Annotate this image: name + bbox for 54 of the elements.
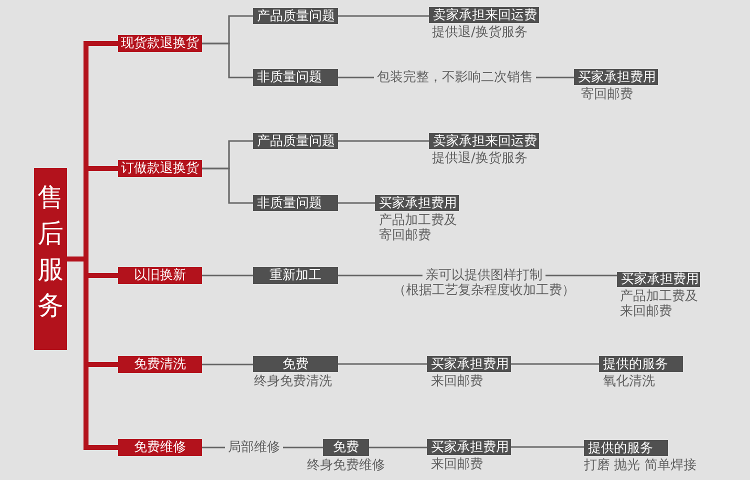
process-box: 免费 xyxy=(253,356,338,372)
connector-line xyxy=(283,446,323,448)
connector-line xyxy=(511,446,584,448)
category-box: 免费清洗 xyxy=(118,356,202,373)
connector-line xyxy=(338,140,429,142)
caption-text: 产品加工费及来回邮费 xyxy=(620,289,699,319)
caption-text: 终身免费清洗 xyxy=(254,374,332,389)
connector-line xyxy=(338,274,422,276)
process-box: 买家承担费用 xyxy=(427,439,511,455)
connector-line xyxy=(338,363,427,365)
caption-text: 产品加工费及寄回邮费 xyxy=(379,213,458,243)
process-box: 非质量问题 xyxy=(253,69,338,86)
process-box: 买家承担费用 xyxy=(617,272,700,287)
connector-line xyxy=(202,168,253,204)
category-box: 订做款退换货 xyxy=(118,160,202,177)
process-box: 产品质量问题 xyxy=(253,133,338,149)
caption-text: 提供退/换货服务 xyxy=(432,151,528,166)
note-text: 包装完整，不影响二次销售 xyxy=(374,70,536,85)
note-text: 局部维修 xyxy=(225,440,283,455)
process-box: 提供的服务 xyxy=(599,356,683,372)
caption-text: 终身免费维修 xyxy=(307,458,385,473)
process-box: 买家承担费用 xyxy=(574,69,658,85)
category-box: 现货款退换货 xyxy=(118,35,202,52)
process-box: 产品质量问题 xyxy=(253,8,338,24)
caption-text: 寄回邮费 xyxy=(581,87,633,102)
connector-line xyxy=(536,76,574,78)
note-text: （根据工艺复杂程度收加工费） xyxy=(392,283,576,298)
process-box: 卖家承担来回运费 xyxy=(429,7,539,23)
connector-line xyxy=(202,274,253,276)
connector-line xyxy=(202,446,225,448)
process-box: 重新加工 xyxy=(253,267,338,284)
process-box: 卖家承担来回运费 xyxy=(429,133,539,149)
note-text: 亲可以提供图样打制 xyxy=(424,268,544,283)
caption-text: 氧化清洗 xyxy=(603,374,655,389)
title-box: 售后服务 xyxy=(34,168,67,350)
connector-line xyxy=(369,446,427,448)
category-box: 以旧换新 xyxy=(118,267,202,284)
caption-text: 来回邮费 xyxy=(431,374,483,389)
process-box: 非质量问题 xyxy=(253,195,338,211)
connector-line xyxy=(338,76,374,78)
caption-text: 打磨 抛光 简单焊接 xyxy=(584,458,696,473)
process-box: 提供的服务 xyxy=(584,440,668,456)
category-box: 免费维修 xyxy=(118,439,202,456)
connector-line xyxy=(338,202,375,204)
connector-line xyxy=(202,364,253,366)
connector-line xyxy=(202,42,253,78)
caption-text: 提供退/换货服务 xyxy=(432,25,528,40)
connector-line xyxy=(338,15,429,17)
connector-line xyxy=(546,274,617,276)
process-box: 免费 xyxy=(323,439,369,456)
connector-line xyxy=(511,363,599,365)
process-box: 买家承担费用 xyxy=(427,356,511,372)
caption-text: 来回邮费 xyxy=(431,457,483,472)
process-box: 买家承担费用 xyxy=(375,195,459,211)
